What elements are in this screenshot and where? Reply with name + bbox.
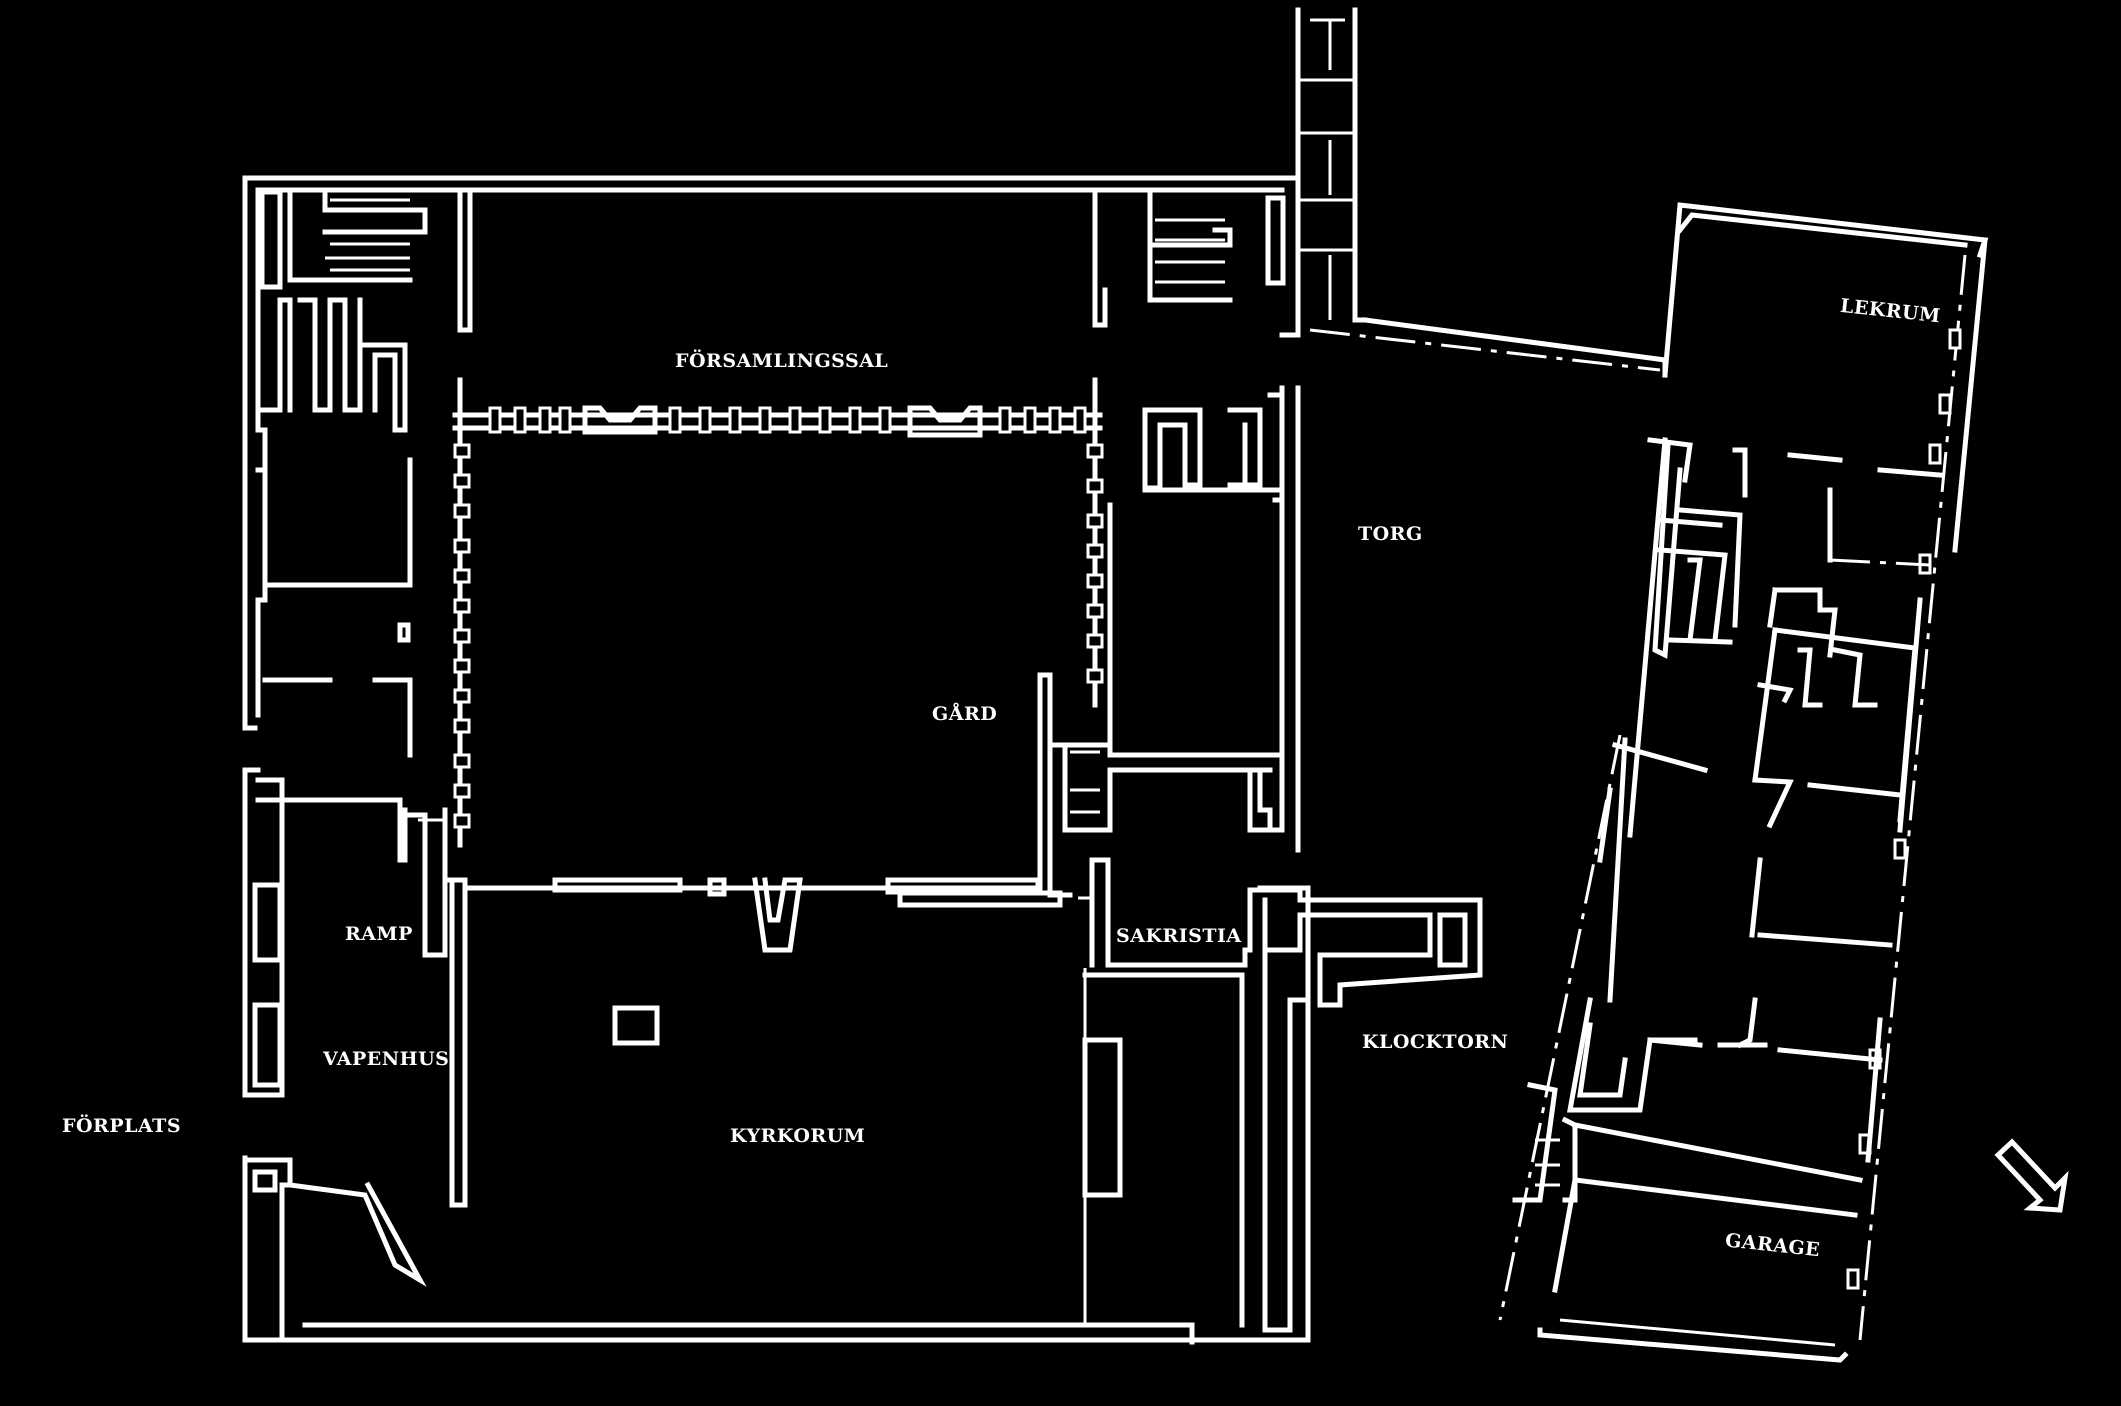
label-vapenhus: VAPENHUS [322, 1048, 449, 1070]
label-sakristia: SAKRISTIA [1116, 925, 1242, 947]
north-arrow-icon [1994, 1138, 2069, 1213]
east-wing-rooms [1047, 187, 1286, 833]
label-gard: GÅRD [932, 702, 997, 725]
stair-left [259, 187, 473, 333]
children-wing [1498, 202, 1989, 1363]
ramp-structure [407, 807, 468, 1208]
north-corridor [1279, 7, 1668, 378]
courtyard-colonnade [452, 377, 1104, 953]
label-torg: TORG [1358, 523, 1423, 545]
label-forplats: FÖRPLATS [62, 1114, 181, 1137]
label-garage: GARAGE [1724, 1229, 1821, 1261]
sakristia-room [1078, 857, 1253, 1328]
toilets-left [242, 297, 413, 863]
label-forsamlingssal: FÖRSAMLINGSSAL [675, 349, 888, 372]
label-ramp: RAMP [345, 923, 413, 945]
altar-table [612, 1005, 660, 1046]
label-kyrkorum: KYRKORUM [730, 1125, 865, 1147]
label-klocktorn: KLOCKTORN [1362, 1031, 1508, 1053]
label-lekrum: LEKRUM [1839, 295, 1941, 327]
bell-tower [1252, 887, 1483, 1008]
